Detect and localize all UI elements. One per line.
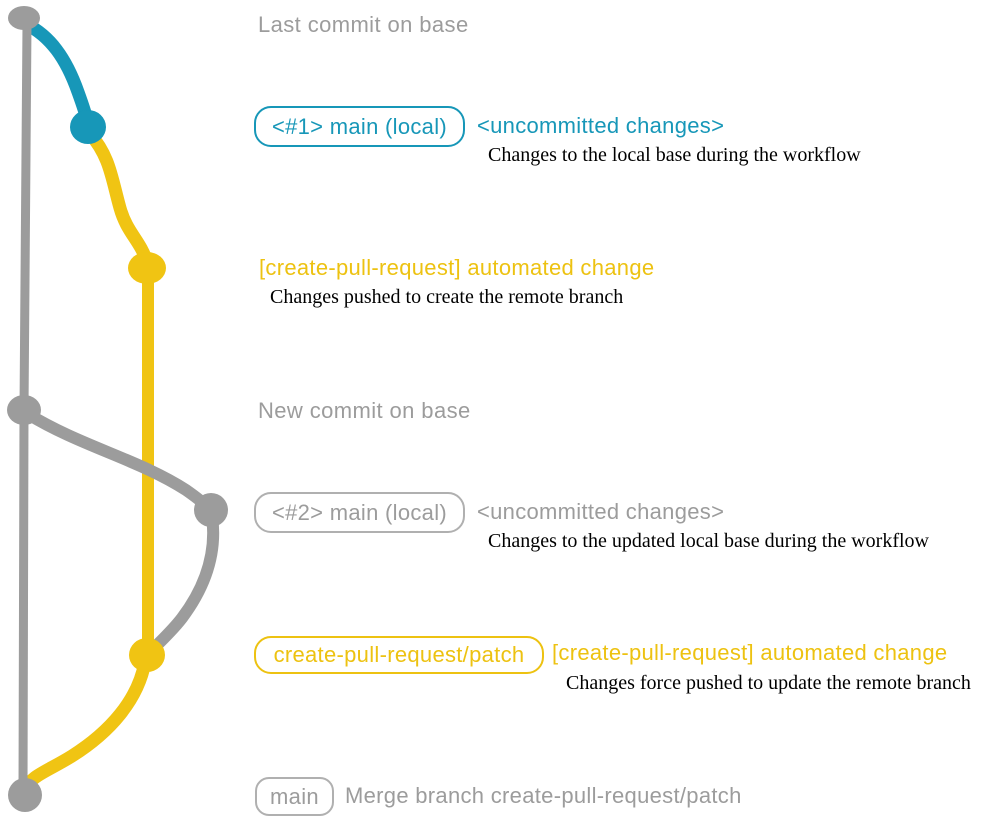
note-uncommitted-changes-1: <uncommitted changes>	[477, 113, 725, 138]
branch-yellow-merge-curve	[19, 655, 152, 796]
desc-local-base-changes-2: Changes to the updated local base during…	[488, 530, 929, 552]
note-automated-change-1: [create-pull-request] automated change	[259, 255, 655, 280]
commit-dot-new-base	[7, 395, 41, 425]
badge-main-label: main	[270, 783, 319, 809]
commit-dot-automated-change-1	[128, 252, 166, 284]
badge-main-local-1: <#1> main (local)	[254, 106, 465, 147]
commit-dot-local-main-1	[70, 110, 106, 144]
commit-dot-merge	[8, 778, 42, 812]
badge-create-pull-request-patch-label: create-pull-request/patch	[273, 642, 525, 667]
branch-gray-lower-curve	[145, 510, 220, 657]
commit-dot-local-main-2	[194, 493, 228, 527]
label-last-commit-on-base: Last commit on base	[258, 12, 469, 37]
commit-dot-last-base	[8, 6, 40, 30]
desc-local-base-changes-1: Changes to the local base during the wor…	[488, 144, 861, 166]
branch-yellow-upper-curve	[83, 127, 154, 269]
desc-changes-pushed: Changes pushed to create the remote bran…	[270, 286, 624, 308]
desc-changes-force-pushed: Changes force pushed to update the remot…	[566, 672, 971, 694]
commit-dot-automated-change-2	[129, 638, 165, 672]
badge-main-local-1-label: <#1> main (local)	[271, 113, 448, 139]
badge-main-local-2: <#2> main (local)	[254, 492, 465, 533]
branch-teal-curve	[19, 17, 95, 131]
note-merge-branch: Merge branch create-pull-request/patch	[345, 783, 742, 808]
note-automated-change-2: [create-pull-request] automated change	[552, 640, 948, 665]
label-new-commit-on-base: New commit on base	[258, 398, 471, 423]
branch-gray-upper-curve	[22, 408, 214, 514]
badge-create-pull-request-patch: create-pull-request/patch	[254, 636, 544, 674]
badge-main-local-2-label: <#2> main (local)	[271, 499, 448, 525]
badge-main: main	[255, 777, 334, 816]
note-uncommitted-changes-2: <uncommitted changes>	[477, 499, 725, 524]
commit-graph	[7, 6, 228, 812]
